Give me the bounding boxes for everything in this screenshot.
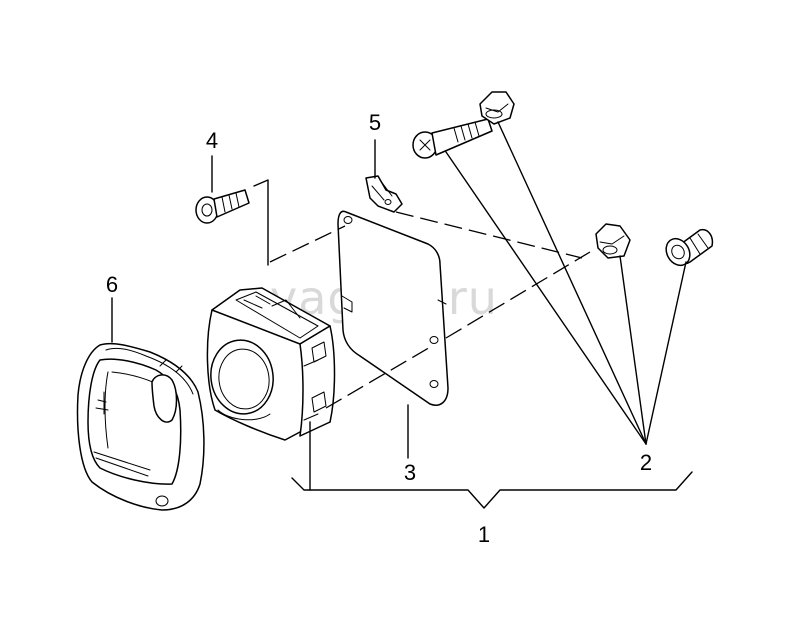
leader-lines — [111, 121, 693, 509]
flange-nut-upper — [479, 91, 515, 125]
callout-5: 5 — [369, 110, 381, 135]
sensor-housing — [206, 287, 336, 441]
part-5-clip-nut — [365, 175, 403, 213]
torx-bolt — [412, 118, 493, 159]
expansion-nut — [665, 228, 714, 267]
callout-6: 6 — [106, 272, 118, 297]
callout-3: 3 — [404, 460, 416, 485]
part-3-bracket-plate — [337, 210, 449, 406]
callout-1: 1 — [478, 522, 490, 547]
assembly-dashed-lines — [269, 211, 591, 409]
part-4-small-bolt — [195, 189, 250, 224]
callout-2: 2 — [640, 450, 652, 475]
spring-nut-right — [595, 223, 631, 259]
callout-4: 4 — [206, 128, 218, 153]
part-6-frame — [76, 342, 205, 511]
